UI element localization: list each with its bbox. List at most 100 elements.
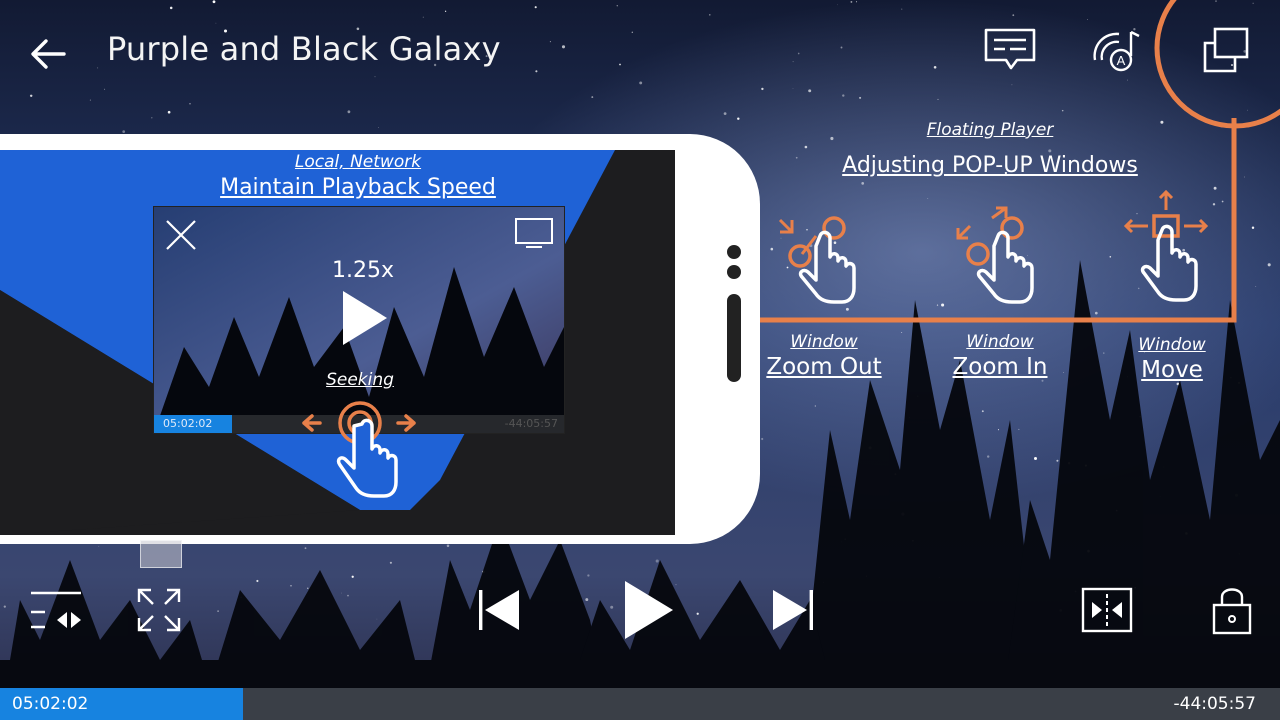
local-network-caption: Local, Network	[294, 152, 422, 172]
star	[901, 331, 903, 333]
star	[1133, 28, 1136, 31]
star	[98, 545, 100, 547]
star	[290, 585, 292, 587]
play-button[interactable]	[616, 576, 680, 644]
zoom-out-gesture-icon	[778, 216, 856, 304]
playlist-button[interactable]	[26, 582, 86, 638]
star	[655, 559, 659, 563]
star	[374, 76, 376, 78]
star	[444, 10, 447, 12]
audio-track-icon: A	[1093, 30, 1140, 72]
play-icon	[625, 581, 673, 639]
star	[256, 579, 259, 583]
lock-button[interactable]	[1206, 582, 1258, 638]
zoom-out-small-label: Window	[790, 332, 858, 352]
star	[837, 4, 839, 6]
star	[1136, 212, 1138, 215]
seek-bar[interactable]	[0, 688, 1280, 720]
star	[89, 99, 91, 101]
popup-window-button[interactable]	[1198, 24, 1254, 76]
star	[808, 89, 812, 93]
star	[356, 27, 360, 31]
subtitle-button[interactable]	[982, 26, 1038, 74]
star	[797, 52, 800, 55]
star	[1160, 120, 1164, 124]
star	[1244, 176, 1246, 178]
move-label-group: Window Move	[1102, 335, 1242, 383]
back-button[interactable]	[22, 30, 74, 78]
ab-repeat-button[interactable]	[1078, 584, 1136, 636]
star	[795, 156, 798, 159]
play-icon	[343, 291, 387, 345]
popup-speed-label: 1.25x	[331, 258, 394, 283]
star	[422, 16, 424, 18]
star	[215, 22, 217, 24]
star	[833, 241, 837, 244]
star	[534, 6, 537, 9]
zoom-out-label-group: Window Zoom Out	[754, 332, 894, 380]
star	[122, 130, 126, 133]
star	[936, 304, 939, 306]
popup-time-current: 05:02:02	[163, 417, 213, 430]
star	[347, 110, 351, 114]
star	[376, 618, 378, 620]
maintain-speed-caption: Maintain Playback Speed	[220, 175, 496, 200]
star	[1212, 203, 1216, 206]
audio-track-button[interactable]: A	[1090, 24, 1146, 76]
star	[587, 574, 590, 577]
phone-camera-dot-2	[727, 265, 741, 279]
phone-camera-dot-1	[727, 245, 741, 259]
star	[842, 94, 845, 97]
zoom-in-label-group: Window Zoom In	[930, 332, 1070, 380]
fullscreen-button[interactable]	[134, 584, 184, 636]
star	[1018, 428, 1020, 430]
star	[1103, 352, 1105, 354]
star	[1127, 79, 1128, 81]
move-big-label: Move	[1141, 357, 1203, 383]
star	[804, 145, 808, 149]
star	[631, 31, 633, 33]
star	[167, 110, 171, 114]
star	[997, 429, 1000, 431]
star	[987, 455, 990, 458]
star	[861, 182, 865, 185]
star	[859, 96, 862, 99]
star	[341, 592, 342, 594]
star	[1243, 50, 1247, 53]
star	[1011, 84, 1013, 86]
popup-progress-fill	[154, 415, 232, 433]
star	[830, 136, 834, 141]
star	[549, 41, 551, 43]
star	[561, 45, 566, 49]
star	[104, 88, 106, 90]
svg-text:A: A	[1117, 53, 1126, 68]
star	[97, 67, 99, 69]
close-icon	[166, 220, 196, 250]
star	[855, 1, 858, 3]
star	[806, 229, 808, 231]
star	[761, 87, 764, 91]
star	[981, 410, 984, 413]
popup-window-icon	[1203, 27, 1249, 73]
star	[1004, 171, 1008, 175]
star	[1061, 109, 1064, 112]
seeking-label: Seeking	[326, 370, 394, 390]
star	[29, 94, 33, 98]
star	[696, 612, 699, 615]
star	[1087, 18, 1088, 20]
star	[1176, 382, 1180, 386]
star	[675, 584, 677, 586]
video-title: Purple and Black Galaxy	[107, 30, 501, 68]
phone-speaker	[727, 294, 741, 382]
star	[1144, 351, 1145, 353]
remaining-time: -44:05:57	[1173, 694, 1257, 714]
star	[1182, 248, 1186, 252]
star	[1213, 186, 1217, 190]
monitor-icon	[515, 218, 553, 248]
star	[1252, 2, 1254, 4]
move-gesture-icon	[1123, 189, 1209, 302]
star	[535, 70, 538, 73]
star	[1231, 64, 1233, 66]
previous-button[interactable]	[470, 584, 526, 636]
next-button[interactable]	[766, 584, 822, 636]
